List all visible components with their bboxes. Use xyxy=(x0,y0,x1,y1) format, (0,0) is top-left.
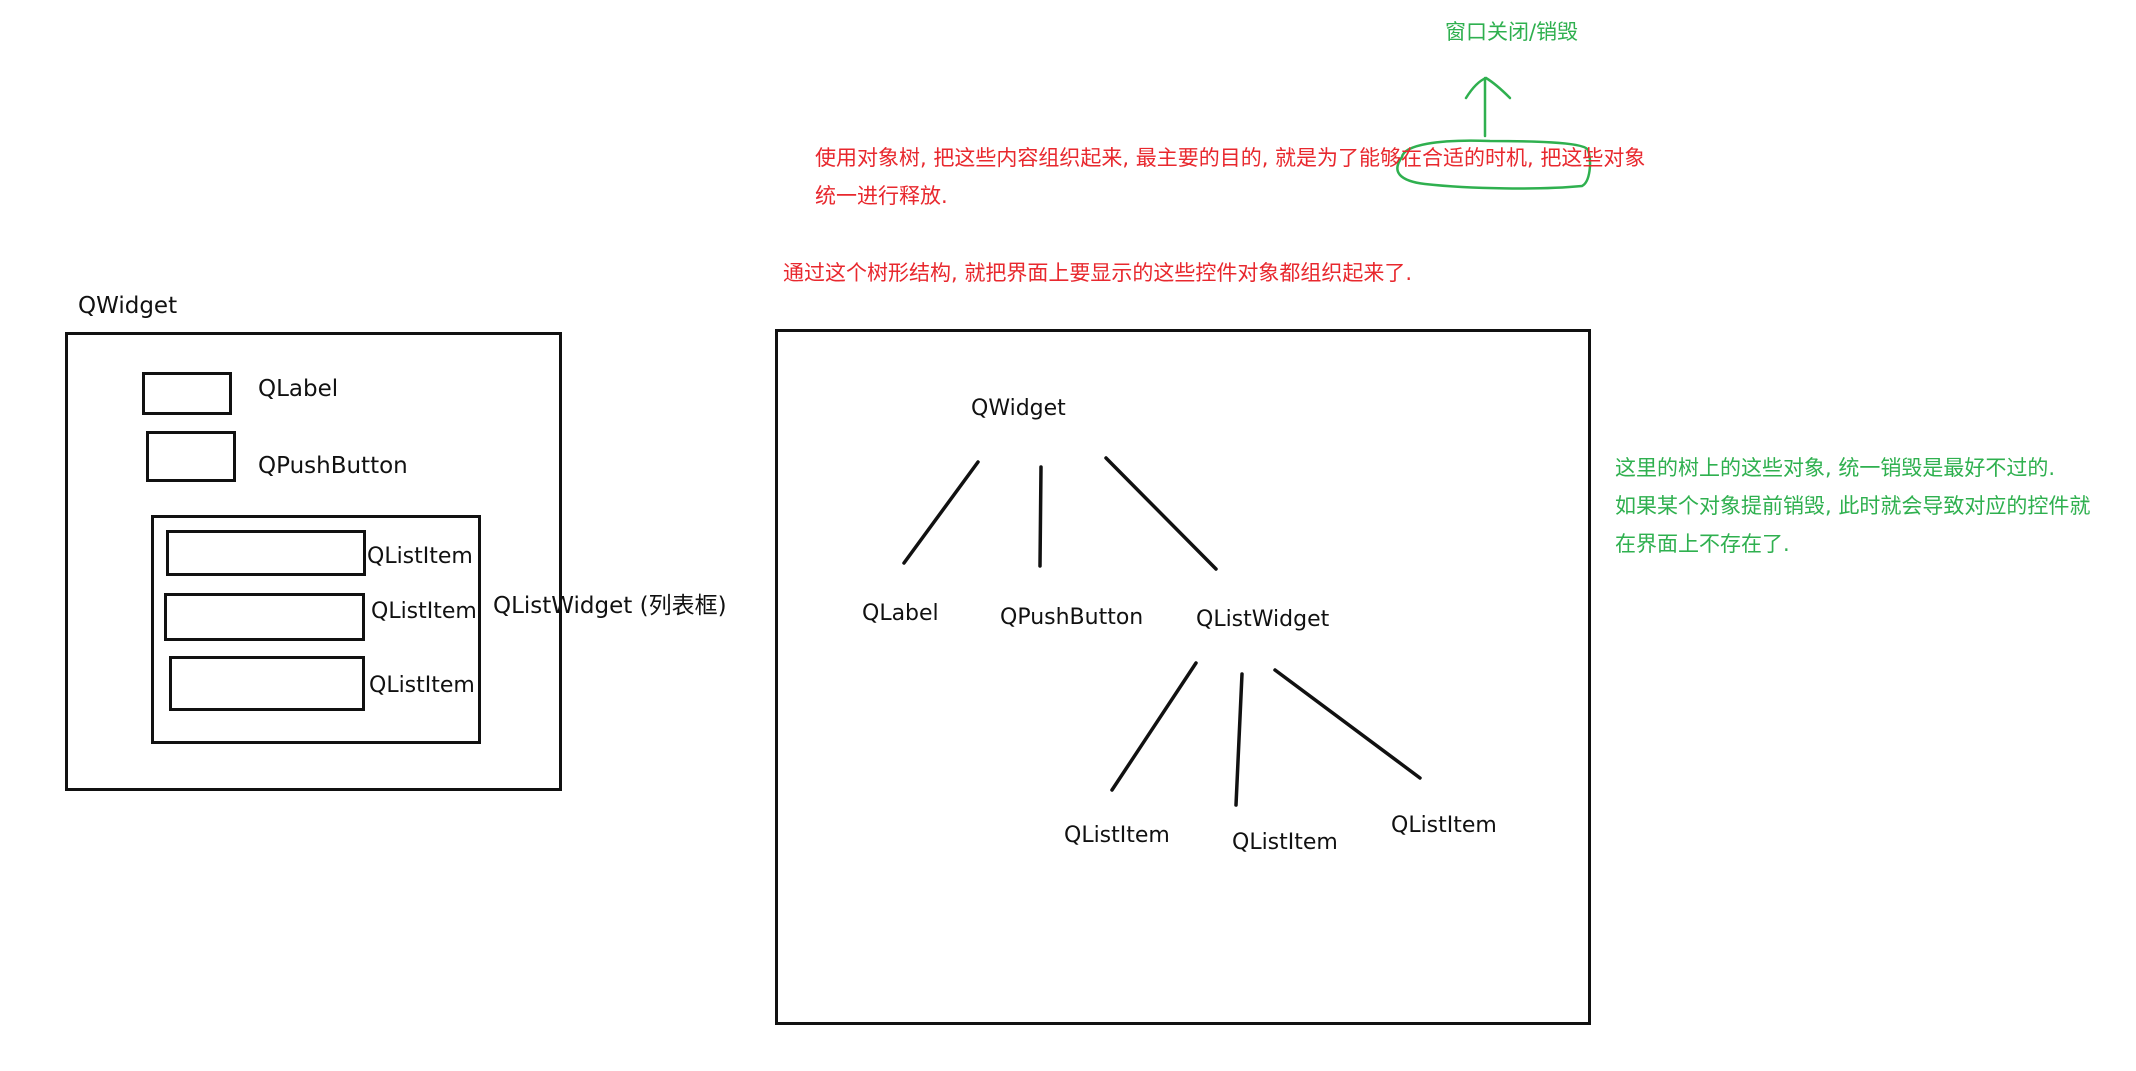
note-purpose-line2: 统一进行释放. xyxy=(815,184,948,208)
note-destroy-line3: 在界面上不存在了. xyxy=(1615,532,1790,556)
qlistitem-box-label-2: QListItem xyxy=(371,599,477,624)
tree-node-qlistitem-2: QListItem xyxy=(1232,830,1338,855)
qlistitem-box-3 xyxy=(169,656,365,711)
highlight-ellipse xyxy=(1396,139,1592,190)
tree-node-qpushbutton: QPushButton xyxy=(1000,605,1144,630)
tree-node-qwidget: QWidget xyxy=(971,396,1066,421)
note-tree-structure: 通过这个树形结构, 就把界面上要显示的这些控件对象都组织起来了. xyxy=(783,261,1413,285)
qlistitem-box-2 xyxy=(164,593,365,641)
left-root-label: QWidget xyxy=(78,293,178,319)
tree-node-qlistwidget: QListWidget xyxy=(1196,607,1330,632)
edge-qwidget-qlistwidget xyxy=(1104,456,1218,571)
tree-node-qlistitem-1: QListItem xyxy=(1064,823,1170,848)
note-purpose-line1: 使用对象树, 把这些内容组织起来, 最主要的目的, 就是为了能够在合适的时机, … xyxy=(815,146,1646,170)
qlabel-box-label: QLabel xyxy=(258,376,339,402)
qlistitem-box-label-1: QListItem xyxy=(367,544,473,569)
edge-qlistwidget-item1 xyxy=(1110,661,1198,792)
qlistwidget-label: QListWidget (列表框) xyxy=(493,593,727,619)
edge-qlistwidget-item2 xyxy=(1234,672,1244,807)
note-window-close: 窗口关闭/销毁 xyxy=(1445,20,1579,44)
qlabel-box xyxy=(142,372,232,415)
edge-qlistwidget-item3 xyxy=(1273,668,1422,780)
note-destroy-line1: 这里的树上的这些对象, 统一销毁是最好不过的. xyxy=(1615,456,2056,480)
note-destroy-line2: 如果某个对象提前销毁, 此时就会导致对应的控件就 xyxy=(1615,494,2091,518)
qlistitem-box-1 xyxy=(166,530,366,576)
qwidget-box xyxy=(65,332,562,791)
edge-qwidget-qlabel xyxy=(902,460,980,565)
tree-node-qlabel: QLabel xyxy=(862,601,939,626)
qlistitem-box-label-3: QListItem xyxy=(369,673,475,698)
qpushbutton-box xyxy=(146,431,236,482)
tree-node-qlistitem-3: QListItem xyxy=(1391,813,1497,838)
window-close-arrow-head xyxy=(1464,76,1512,100)
qlistwidget-box xyxy=(151,515,481,744)
qpushbutton-box-label: QPushButton xyxy=(258,453,408,479)
tree-frame xyxy=(775,329,1591,1025)
edge-qwidget-qpushbutton xyxy=(1038,465,1043,568)
